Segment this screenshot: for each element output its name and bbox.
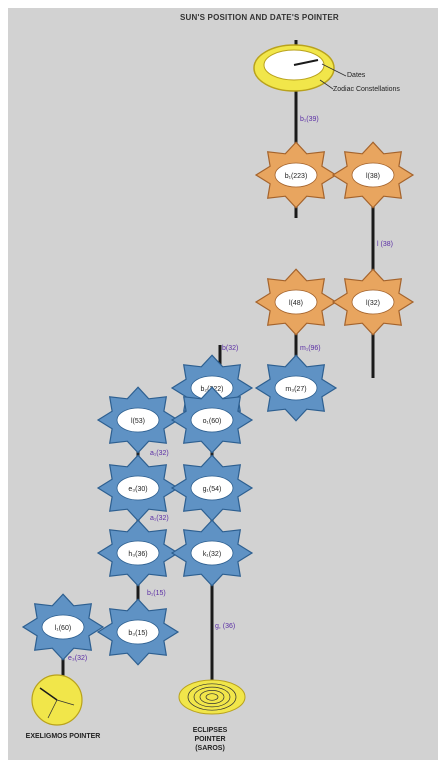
saros-spiral-ring xyxy=(199,690,225,704)
axle-label-1: b₁(39) xyxy=(300,116,319,123)
gear-2-label: l(38) xyxy=(366,173,380,180)
axle-label-8: g, (36) xyxy=(215,623,235,630)
gear-1-hub xyxy=(274,162,318,188)
zodiac-leader xyxy=(319,79,334,90)
saros-spiral-ring xyxy=(187,683,237,711)
zodiac-callout: Zodiac Constellations xyxy=(333,86,400,93)
gear-4-label: l(32) xyxy=(366,300,380,307)
axle-label-5: a₁(32) xyxy=(150,450,169,457)
diagram-title: SUN'S POSITION AND DATE'S POINTER xyxy=(180,13,339,22)
gear-10-hub xyxy=(190,475,234,501)
gear-7-hub xyxy=(116,407,160,433)
gear-3-hub xyxy=(274,289,318,315)
gear-9-hub xyxy=(116,475,160,501)
gear-6-hub xyxy=(274,375,318,401)
axle-label-7: b₁(15) xyxy=(147,590,166,597)
exeligmos-pointer-label: EXELIGMOS POINTER xyxy=(25,733,101,740)
gear-4-hub xyxy=(351,289,395,315)
gear-1-label: b₁(223) xyxy=(285,173,308,180)
gear-12-hub xyxy=(190,540,234,566)
eclipses-line-2: POINTER xyxy=(194,736,226,743)
gear-8-label: o₁(60) xyxy=(203,418,222,425)
exeligmos-pointer-hand xyxy=(39,687,58,701)
eclipses-line-3: (SAROS) xyxy=(195,745,225,752)
eclipses-pointer-label: ECLIPSES POINTER (SAROS) xyxy=(180,726,240,753)
gear-13-label: l₁(60) xyxy=(55,625,71,632)
gear-10-label: g₁(54) xyxy=(203,486,222,493)
date-pointer-hand xyxy=(293,59,319,66)
gear-2-hub xyxy=(351,162,395,188)
gear-8-hub xyxy=(190,407,234,433)
gear-13-hub xyxy=(41,614,85,640)
axle-label-2: l (38) xyxy=(377,241,393,248)
gear-11-label: h₃(36) xyxy=(128,551,147,558)
gear-7-label: l(53) xyxy=(131,418,145,425)
dates-leader xyxy=(321,63,347,77)
saros-dial xyxy=(178,679,246,715)
gear-14-label: b₃(15) xyxy=(128,630,147,637)
gear-11-hub xyxy=(116,540,160,566)
gear-14-hub xyxy=(116,619,160,645)
exeligmos-mark-b xyxy=(47,699,58,719)
dates-callout: Dates xyxy=(347,72,366,79)
axle-label-3: m₁(96) xyxy=(300,345,321,352)
axle-label-4: b(32) xyxy=(222,345,238,352)
eclipses-line-1: ECLIPSES xyxy=(192,727,228,734)
axle-label-9: e₃(32) xyxy=(68,655,87,662)
axle-label-6: a₁(32) xyxy=(150,515,169,522)
gear-3-label: l(48) xyxy=(289,300,303,307)
saros-spiral-ring xyxy=(205,693,219,701)
gear-9-label: e₃(30) xyxy=(128,486,147,493)
gear-12-label: k₁(32) xyxy=(203,551,221,558)
saros-spiral-ring xyxy=(193,686,231,708)
gear-6-label: m₃(27) xyxy=(285,386,306,393)
exeligmos-mark-a xyxy=(56,699,75,706)
